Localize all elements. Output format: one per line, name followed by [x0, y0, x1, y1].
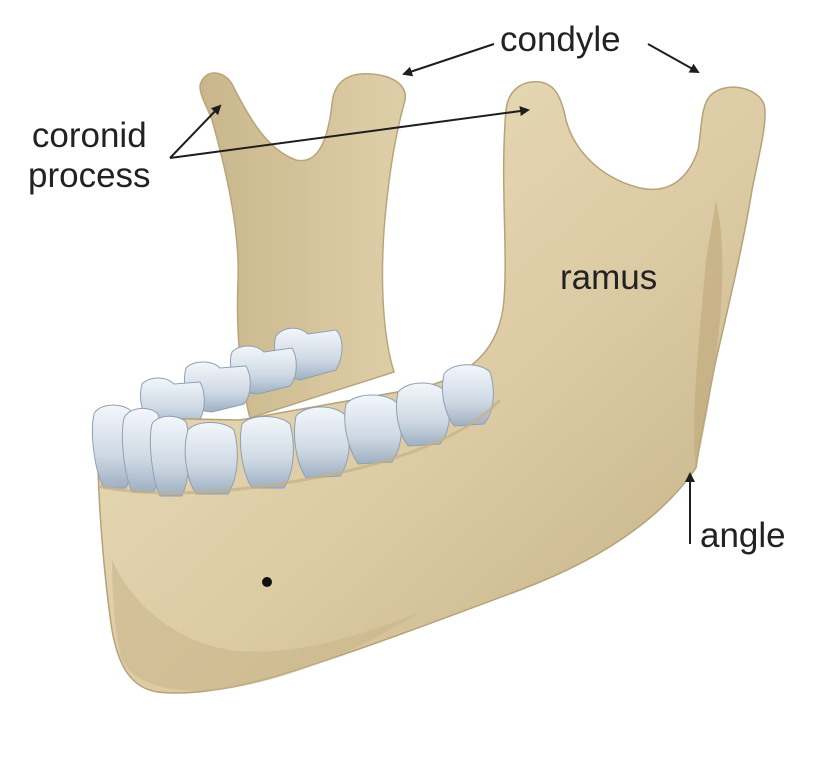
- chin-shading: [112, 560, 420, 691]
- arrow-coronoid-left: [169, 104, 222, 159]
- coronoid-label-line1: coronid: [31, 116, 147, 155]
- arrow-coronoid-right: [169, 106, 530, 159]
- gum-line: [97, 398, 502, 495]
- annotation-arrows: [169, 43, 700, 544]
- left-teeth-row: [139, 327, 343, 429]
- angle-label: angle: [700, 516, 786, 555]
- coronoid-process-label: coronid process: [28, 116, 151, 197]
- arrow-condyle-right: [647, 43, 700, 73]
- front-teeth-row: [91, 364, 494, 497]
- left-ramus: [199, 72, 406, 419]
- ramus-shading: [694, 200, 723, 468]
- ramus-label: ramus: [560, 258, 658, 297]
- condyle-label: condyle: [500, 20, 621, 59]
- arrow-condyle-left: [402, 43, 495, 77]
- coronoid-label-line2: process: [28, 156, 151, 196]
- mental-foramen-dot: [262, 577, 272, 587]
